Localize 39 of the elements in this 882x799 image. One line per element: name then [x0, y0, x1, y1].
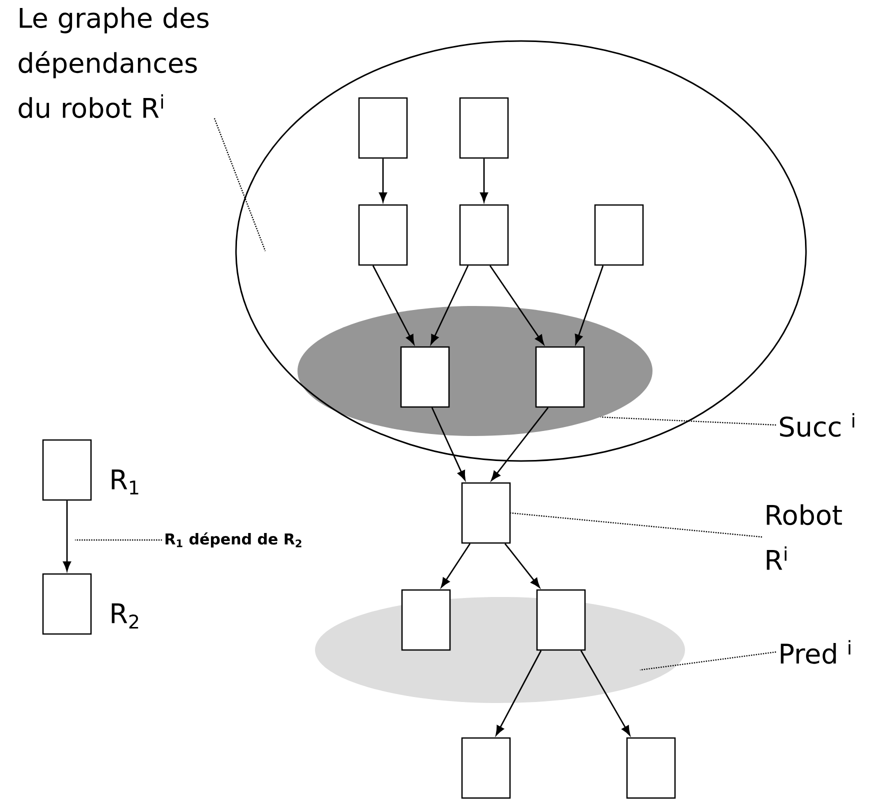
- arrow: [489, 265, 544, 345]
- square-box: [626, 737, 676, 799]
- box-label: R$_{1}$: [112, 470, 138, 494]
- square-box: [461, 737, 511, 799]
- callout-text: Robot R$^{i}$: [766, 504, 842, 570]
- square-box: [400, 346, 450, 408]
- square-box: [461, 482, 511, 544]
- leader-line: [600, 416, 776, 426]
- square-box: [358, 97, 408, 159]
- arrow: [480, 158, 488, 202]
- arrow: [430, 265, 469, 344]
- square-box: [594, 204, 644, 266]
- leader-line: [214, 118, 266, 252]
- square-box: [42, 439, 92, 501]
- box-label: R$_{2}$: [112, 603, 138, 629]
- arrow: [379, 158, 387, 202]
- arrow: [372, 265, 414, 344]
- arrow: [574, 265, 604, 344]
- square-box: [459, 204, 509, 266]
- square-box: [459, 97, 509, 159]
- arrow: [580, 650, 630, 736]
- square-box: [42, 573, 92, 635]
- callout-text: Pred $^{i}$: [780, 640, 850, 664]
- arrow: [431, 407, 466, 480]
- square-box: [358, 204, 408, 266]
- arrow: [496, 650, 542, 736]
- leader-line: [640, 651, 776, 671]
- callout-text: Le graphe des dépendances du robot R$^{i}$: [18, 7, 209, 118]
- callout-text: R$_{1}$ dépend de R$_{2}$: [166, 532, 302, 548]
- leader-line: [75, 539, 162, 541]
- square-box: [535, 346, 585, 408]
- arrow: [504, 543, 540, 588]
- callout-text: Succ $^{i}$: [780, 413, 854, 437]
- square-box: [401, 589, 451, 651]
- arrow: [63, 500, 71, 572]
- arrow: [491, 407, 549, 481]
- square-box: [536, 589, 586, 651]
- arrow: [440, 543, 471, 588]
- leader-line: [510, 512, 762, 538]
